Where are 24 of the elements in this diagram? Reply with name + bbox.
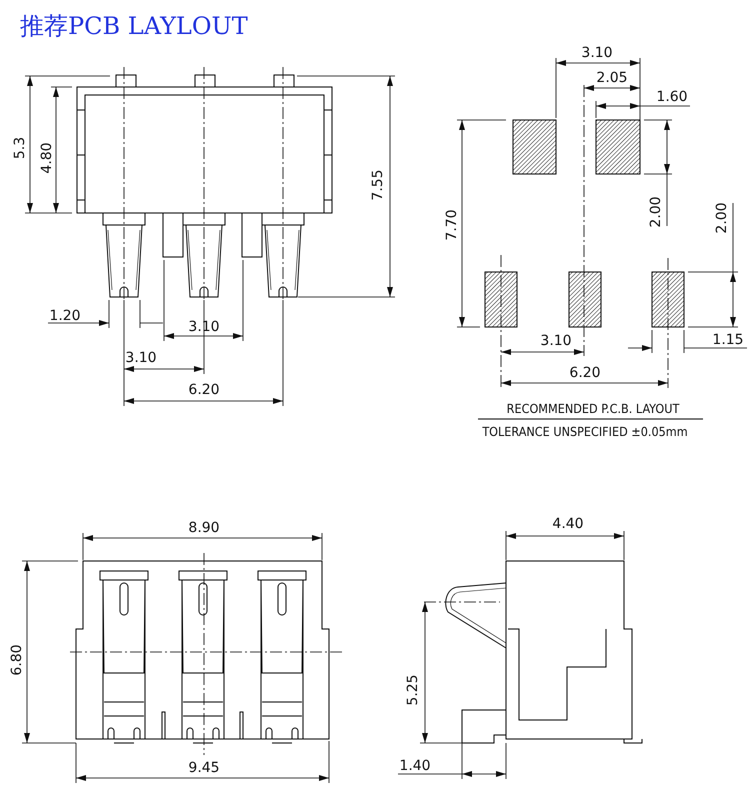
dimension-value: 2.05 — [596, 71, 628, 85]
note-text: TOLERANCE UNSPECIFIED ±0.05mm — [482, 426, 688, 438]
dimension-value: 7.70 — [445, 209, 459, 241]
dimension-value: 2.00 — [649, 196, 663, 228]
dimension-value: 8.90 — [188, 521, 220, 535]
dimension-value: 9.45 — [188, 761, 220, 775]
dimension-value: 1.20 — [49, 309, 81, 323]
dimension-value: 4.80 — [40, 142, 54, 174]
note-text: RECOMMENDED P.C.B. LAYOUT — [506, 402, 680, 416]
dimension-value: 4.40 — [552, 517, 584, 531]
dimension-value: 3.10 — [540, 334, 572, 348]
dimension-value: 6.20 — [569, 366, 601, 380]
dimension-value: 3.10 — [125, 351, 157, 365]
dimension-value: 1.40 — [399, 759, 431, 773]
dimension-value: 2.00 — [715, 202, 729, 234]
dimension-value: 3.10 — [581, 46, 613, 60]
dimension-value: 5.25 — [406, 674, 420, 706]
title: 推荐PCB LAYLOUT — [20, 11, 248, 42]
dimension-value: 5.3 — [13, 136, 27, 160]
dimension-value: 1.60 — [656, 90, 688, 104]
dimension-value: 6.20 — [188, 383, 220, 397]
dimension-value: 6.80 — [10, 644, 24, 676]
dimension-value: 1.15 — [712, 333, 744, 347]
dimension-value: 7.55 — [371, 169, 385, 201]
